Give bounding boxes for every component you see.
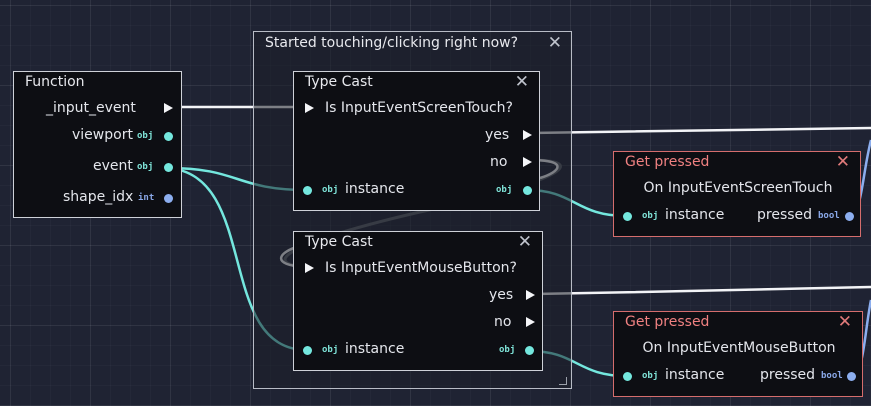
type-cast-1-output-port[interactable]: [523, 186, 532, 195]
type-cast-1-yes-port[interactable]: [523, 130, 532, 140]
get-pressed-1-instance-label: instance: [665, 207, 725, 223]
type-cast-1-instance-port[interactable]: [303, 186, 312, 195]
get-pressed-2-title: Get pressed: [625, 314, 710, 330]
sequence-output-port[interactable]: [164, 103, 173, 113]
get-pressed-1-subtitle: On InputEventScreenTouch: [643, 180, 833, 196]
viewport-type-tag: obj: [137, 131, 154, 141]
event-output-port[interactable]: [164, 163, 173, 172]
get-pressed-2-output-type-tag: bool: [821, 371, 843, 381]
comment-close-icon[interactable]: ✕: [547, 33, 562, 53]
type-cast-2-instance-port[interactable]: [303, 346, 312, 355]
type-cast-1-instance-label: instance: [345, 181, 405, 197]
get-pressed-1-input-type-tag: obj: [642, 211, 659, 221]
type-cast-2-output-port[interactable]: [525, 346, 534, 355]
function-node[interactable]: Function _input_event viewport obj event…: [13, 71, 182, 218]
type-cast-2-no-port[interactable]: [526, 317, 535, 327]
type-cast-1-title: Type Cast: [305, 74, 373, 90]
type-cast-2-close-icon[interactable]: ✕: [517, 232, 532, 252]
wire-cast1-yes[interactable]: [529, 126, 871, 135]
get-pressed-2-instance-port[interactable]: [623, 372, 632, 381]
shape-idx-output-port[interactable]: [164, 194, 173, 203]
type-cast-1-sequence-input-port[interactable]: [305, 103, 314, 113]
get-pressed-2-input-type-tag: obj: [642, 371, 659, 381]
get-pressed-1-instance-port[interactable]: [623, 212, 632, 221]
event-type-tag: obj: [137, 162, 154, 172]
function-node-title: Function: [25, 74, 85, 90]
get-pressed-2-close-icon[interactable]: ✕: [837, 312, 852, 332]
output-input-event-label: _input_event: [46, 100, 136, 116]
wire-cast2-yes[interactable]: [533, 285, 871, 296]
get-pressed-2-instance-label: instance: [665, 367, 725, 383]
get-pressed-node-2[interactable]: Get pressed ✕ On InputEventMouseButton o…: [613, 311, 863, 397]
type-cast-1-no-port[interactable]: [523, 157, 532, 167]
get-pressed-2-pressed-label: pressed: [760, 367, 816, 383]
type-cast-1-input-type-tag: obj: [322, 185, 339, 195]
viewport-output-port[interactable]: [164, 132, 173, 141]
type-cast-2-header: Is InputEventMouseButton?: [325, 260, 517, 276]
get-pressed-1-output-port[interactable]: [845, 212, 854, 221]
type-cast-node-2[interactable]: Type Cast ✕ Is InputEventMouseButton? ye…: [293, 231, 543, 371]
type-cast-1-output-type-tag: obj: [496, 185, 513, 195]
shape-idx-type-tag: int: [138, 193, 155, 203]
type-cast-2-no-label: no: [494, 314, 512, 330]
type-cast-1-close-icon[interactable]: ✕: [514, 72, 529, 92]
type-cast-2-sequence-input-port[interactable]: [305, 263, 314, 273]
get-pressed-2-subtitle: On InputEventMouseButton: [642, 340, 836, 356]
get-pressed-node-1[interactable]: Get pressed ✕ On InputEventScreenTouch o…: [613, 151, 861, 237]
type-cast-2-title: Type Cast: [305, 234, 373, 250]
get-pressed-1-title: Get pressed: [625, 154, 710, 170]
comment-title: Started touching/clicking right now?: [265, 35, 519, 51]
type-cast-2-output-type-tag: obj: [499, 345, 516, 355]
get-pressed-1-output-type-tag: bool: [818, 211, 840, 221]
output-viewport-label: viewport: [72, 127, 133, 143]
get-pressed-1-close-icon[interactable]: ✕: [835, 152, 850, 172]
type-cast-node-1[interactable]: Type Cast ✕ Is InputEventScreenTouch? ye…: [293, 71, 540, 211]
type-cast-2-input-type-tag: obj: [322, 345, 339, 355]
output-shape-idx-label: shape_idx: [63, 189, 134, 205]
type-cast-1-yes-label: yes: [485, 127, 510, 143]
output-event-label: event: [93, 158, 133, 174]
type-cast-2-yes-port[interactable]: [526, 290, 535, 300]
type-cast-1-header: Is InputEventScreenTouch?: [325, 100, 513, 116]
get-pressed-1-pressed-label: pressed: [757, 207, 813, 223]
resize-grip-icon[interactable]: [559, 377, 567, 385]
type-cast-2-instance-label: instance: [345, 341, 405, 357]
type-cast-1-no-label: no: [490, 154, 508, 170]
get-pressed-2-output-port[interactable]: [847, 372, 856, 381]
type-cast-2-yes-label: yes: [489, 287, 514, 303]
